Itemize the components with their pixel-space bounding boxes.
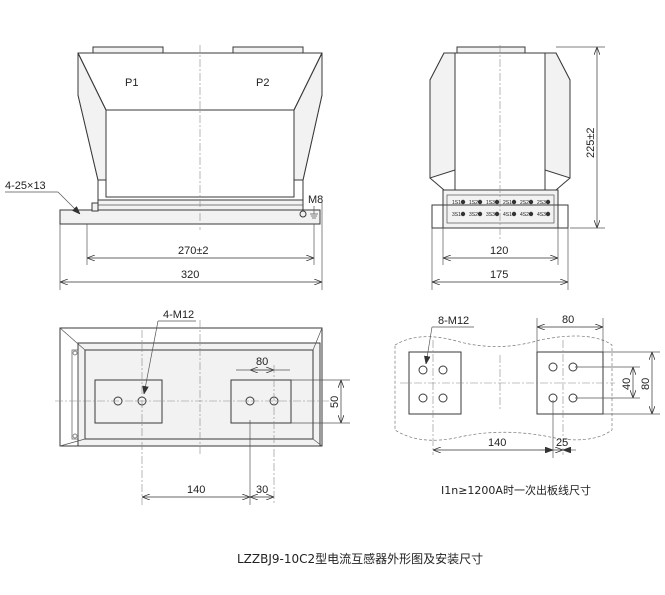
busbar-caption: I1n≥1200A时一次出板线尺寸 xyxy=(441,483,591,497)
terminal-label: 2S1 xyxy=(503,200,512,206)
busbar-dim-80-side: 80 xyxy=(640,378,652,390)
busbar-outline xyxy=(394,335,613,441)
terminal-label: 4S3 xyxy=(537,212,546,218)
dim-320: 320 xyxy=(181,269,199,281)
p2-label: P2 xyxy=(256,77,269,89)
terminal-stud-icon xyxy=(460,199,466,205)
terminal-label: 2S3 xyxy=(537,200,546,206)
terminal-label: 3S3 xyxy=(486,212,495,218)
terminal-row: 1S1 1S2 1S3 2S1 2S2 2S3 3S1 3S2 3S3 4S1 4S2 4S3 xyxy=(452,199,551,218)
terminal-label: 2S2 xyxy=(520,200,529,206)
top-lug-right xyxy=(232,46,304,54)
dim-50: 50 xyxy=(329,396,341,408)
ground-bolt-label: M8 xyxy=(308,194,323,206)
drawing-title: LZZBJ9-10C2型电流互感器外形图及安装尺寸 xyxy=(237,551,483,566)
bolt-hole-icon xyxy=(548,362,558,372)
p1-label: P1 xyxy=(125,77,138,89)
dim-30: 30 xyxy=(256,484,268,496)
terminal-pad-p1 xyxy=(94,379,163,424)
top-lug-left xyxy=(92,46,164,54)
busbar-dim-140: 140 xyxy=(488,437,506,449)
dim-225: 225±2 xyxy=(585,127,597,158)
terminal-stud-icon xyxy=(494,211,500,217)
terminal-stud-icon xyxy=(545,211,551,217)
busbar-view: 8-M12 80 40 80 140 25 I1n≥1200A时一次出板线尺寸 xyxy=(394,314,660,497)
terminal-stud-icon xyxy=(511,211,517,217)
busbar-bolts-label: 8-M12 xyxy=(438,315,469,327)
top-view: 4-M12 80 50 140 30 xyxy=(55,309,350,505)
terminal-stud-icon xyxy=(494,199,500,205)
terminal-stud-icon xyxy=(477,199,483,205)
terminal-stud-icon xyxy=(528,211,534,217)
holes-label: 4-25×13 xyxy=(5,180,46,192)
dim-270: 270±2 xyxy=(178,245,209,257)
dim-80: 80 xyxy=(256,356,268,368)
terminal-label: 1S3 xyxy=(486,200,495,206)
dim-140: 140 xyxy=(187,484,205,496)
terminal-pad-p2 xyxy=(230,379,292,424)
bolts-label: 4-M12 xyxy=(163,309,194,321)
bolt-hole-icon xyxy=(418,365,428,375)
terminal-stud-icon xyxy=(460,211,466,217)
bolt-hole-icon xyxy=(418,393,428,403)
busbar-dim-40: 40 xyxy=(621,378,633,390)
bolt-hole-icon xyxy=(438,365,448,375)
terminal-stud-icon xyxy=(511,199,517,205)
side-view: 1S1 1S2 1S3 2S1 2S2 2S3 3S1 3S2 3S3 4S1 4S2 4S3 225… xyxy=(429,45,605,290)
terminal-label: 1S2 xyxy=(469,200,478,206)
busbar-dim-80-top: 80 xyxy=(562,314,574,326)
front-base-plate xyxy=(59,209,321,225)
terminal-label: 4S2 xyxy=(520,212,529,218)
terminal-stud-icon xyxy=(545,199,551,205)
bolt-hole-icon xyxy=(438,393,448,403)
front-view: P1 P2 4-25×13 M8 270±2 320 xyxy=(5,45,323,290)
terminal-stud-icon xyxy=(477,211,483,217)
terminal-stud-icon xyxy=(528,199,534,205)
dim-175: 175 xyxy=(490,269,508,281)
ground-symbol-icon xyxy=(310,206,318,219)
busbar-dim-25: 25 xyxy=(556,437,568,449)
terminal-block xyxy=(442,189,559,229)
dim-120: 120 xyxy=(490,245,508,257)
ground-bolt-icon xyxy=(299,210,307,218)
terminal-label: 3S2 xyxy=(469,212,478,218)
terminal-label: 3S1 xyxy=(452,212,461,218)
terminal-label: 1S1 xyxy=(452,200,461,206)
terminal-label: 4S1 xyxy=(503,212,512,218)
